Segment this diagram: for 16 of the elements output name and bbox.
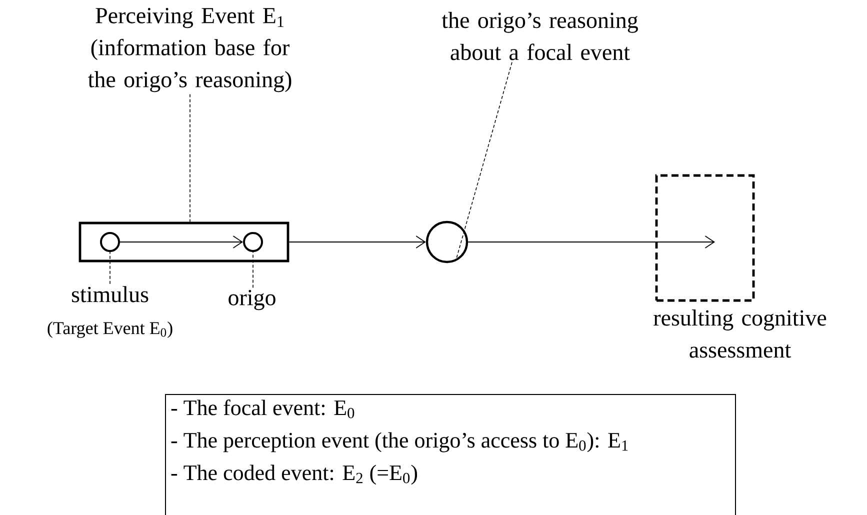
legend-box: - The focal event: E$_{0}$ - The perception event (the origo’s access to E$_{0}$): E$_{1}$ - The coded event: E$_{2}$ (=E$_{0}$) bbox=[165, 394, 736, 515]
stimulus-circle bbox=[100, 232, 120, 252]
arrow bbox=[120, 236, 243, 248]
dashed-box bbox=[655, 174, 755, 302]
event-box bbox=[78, 222, 290, 262]
arrow bbox=[468, 236, 716, 248]
arrow bbox=[288, 236, 426, 248]
reasoning-circle bbox=[426, 220, 468, 264]
caption-text: resulting cognitive assessment bbox=[654, 310, 826, 358]
origo-circle bbox=[243, 232, 263, 252]
caption-text: the origo’s reasoning about a focal event bbox=[442, 12, 638, 60]
label-text: origo bbox=[228, 290, 276, 310]
leader-line bbox=[252, 252, 254, 288]
leader-line bbox=[456, 62, 512, 260]
heading-text: Perceiving Event E$_{1}$ (information base for the origo’s reasoning) bbox=[88, 8, 292, 92]
label-text: stimulus (Target Event E$_{0}$) bbox=[48, 286, 172, 338]
